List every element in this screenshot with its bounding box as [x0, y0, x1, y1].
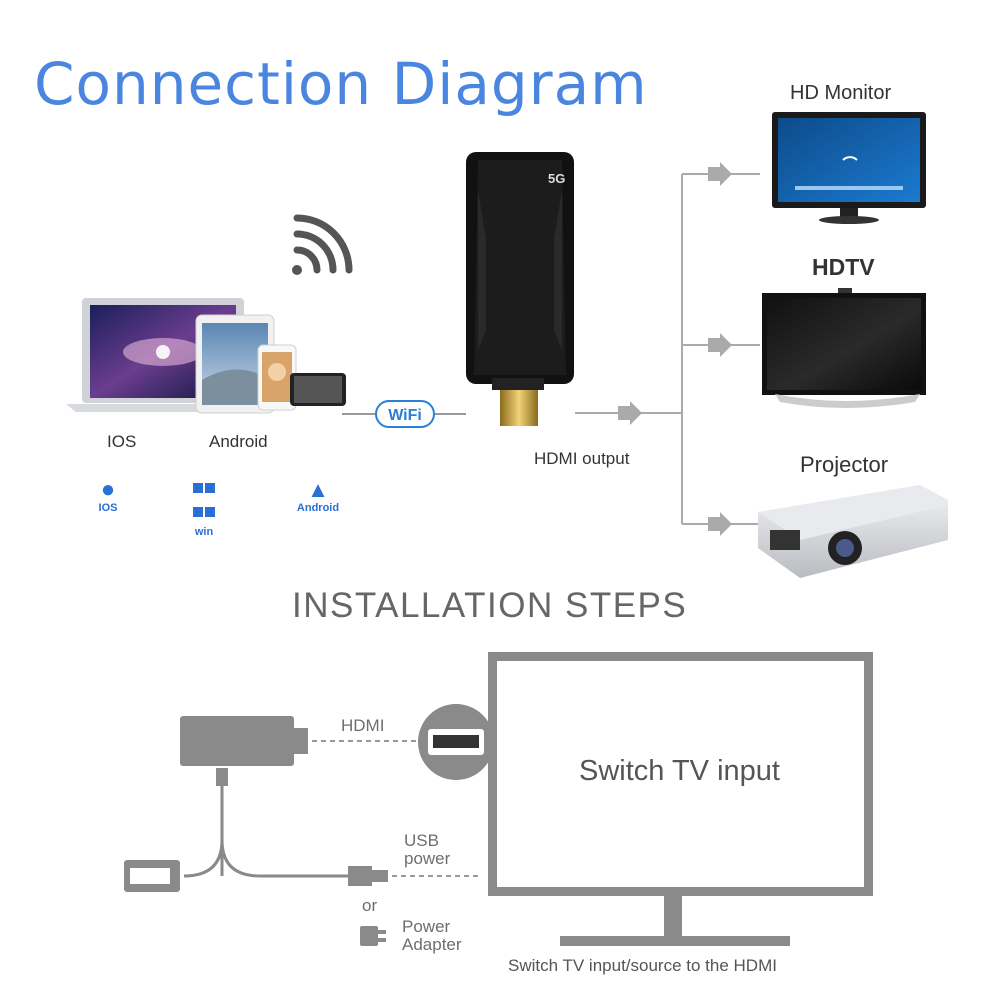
android-icon: ▲ — [307, 477, 329, 502]
hdtv-image — [762, 288, 926, 408]
hdmi-output-label: HDMI output — [534, 449, 630, 468]
hdmi-label: HDMI — [341, 716, 385, 735]
tv-text: Switch TV input — [579, 755, 780, 787]
page-title: Connection Diagram — [34, 50, 648, 118]
android-label: Android — [209, 432, 268, 451]
tv-outline — [488, 652, 873, 896]
power-adapter-label: Power Adapter — [402, 917, 462, 954]
usb-power-label: USB power — [404, 831, 451, 868]
apple-os-item: ● IOS — [78, 476, 140, 515]
android-os-item: ▲ Android — [288, 477, 350, 515]
hdmi-dongle-image: 5G — [466, 152, 574, 426]
installation-heading: INSTALLATION STEPS — [292, 586, 688, 625]
wifi-signal-icon — [292, 214, 353, 275]
output-connectors — [575, 173, 760, 525]
windows-os-item: win — [174, 478, 236, 538]
installation-caption: Switch TV input/source to the HDMI — [508, 956, 777, 975]
windows-icon — [174, 478, 234, 526]
svg-text:5G: 5G — [548, 171, 565, 186]
phone-image — [257, 344, 346, 411]
apple-icon: ● — [100, 476, 116, 503]
projector-image — [758, 485, 948, 578]
ios-label: IOS — [107, 432, 137, 451]
wifi-badge: WiFi — [375, 400, 435, 428]
installation-diagram — [124, 704, 790, 946]
tablet-image — [195, 314, 275, 414]
hd-monitor-image — [772, 112, 926, 224]
arrow-icons — [618, 162, 732, 536]
or-label: or — [362, 896, 378, 915]
hdtv-label: HDTV — [812, 254, 875, 280]
projector-label: Projector — [800, 452, 889, 477]
hd-monitor-label: HD Monitor — [790, 82, 892, 104]
svg-text:WiFi: WiFi — [388, 407, 422, 424]
